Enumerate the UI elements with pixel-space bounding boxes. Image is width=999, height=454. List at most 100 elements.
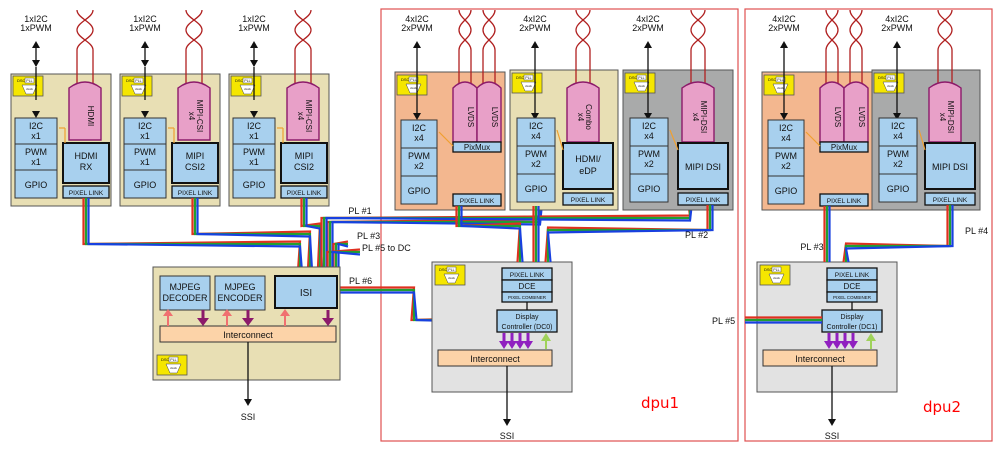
- isi-block: [274, 275, 338, 309]
- hdmi-rx-module-braid-wire-b: [76, 9, 94, 51]
- hdmi-rx-module-pwm-label-line-1: PWM: [25, 147, 47, 157]
- mipi-csi2-module-2-port-label: MIPI-CSI: [304, 100, 313, 132]
- bus-hdmi-to-isi-blue: [87, 198, 304, 279]
- dpu2-lvds-module-io-down: [780, 113, 788, 120]
- isi-dsc-dsc-label: DSC: [161, 357, 170, 362]
- dpu1-hdmi-edp-module-pixel-link-label: PIXEL LINK: [571, 197, 606, 204]
- mjpeg-encoder-label-line-2: ENCODER: [217, 293, 263, 303]
- dpu1-lvds-module-dsc-pll-label: PLL: [410, 78, 416, 82]
- dpu1-mipi-dsi-module-i2c: [629, 117, 669, 147]
- mipi-csi2-module-1-port: [177, 81, 211, 141]
- dpu2-mipi-dsi-module-braid-wire-b: [937, 9, 953, 51]
- mipi-csi2-module-2-io-arrow: [250, 111, 258, 118]
- dpu1-display-engine-dma-arrow-3-head: [523, 341, 533, 349]
- dpu1-mipi-dsi-module-io-label-line-2: 2xPWM: [632, 23, 664, 33]
- dpu2-display-engine-pixel-link-label: PIXEL LINK: [835, 272, 870, 279]
- dpu1-display-engine-display-controller: [496, 309, 558, 333]
- isi-ssi-label: SSI: [241, 412, 256, 422]
- dpu1-display-engine-dma-arrow-2-head: [515, 341, 525, 349]
- mipi-csi2-module-2-pixel-link-label: PIXEL LINK: [287, 190, 322, 197]
- mipi-csi2-module-2-i2c: [232, 117, 276, 145]
- mjpeg-encoder: [214, 275, 266, 311]
- dpu1-lvds-module-pixel-link-label: PIXEL LINK: [460, 198, 495, 205]
- hdmi-rx-module-io-label-line-2: 1xPWM: [20, 23, 52, 33]
- mipi-csi2-module-1-dsc-pll-label: PLL: [135, 79, 141, 83]
- dpu2-mipi-dsi-module-gpio-label: GPIO: [887, 184, 910, 194]
- mipi-csi2-module-2-ip-label-line-2: CSI2: [294, 162, 314, 172]
- mipi-csi2-module-2-port: [286, 81, 320, 141]
- bus-dpu1-lvds-blue: [460, 206, 524, 263]
- isi-dma-arrow-5-head: [322, 318, 334, 326]
- dpu2-display-engine-dce-label: DCE: [844, 282, 861, 291]
- dpu2-mipi-dsi-module-pixel-link-label: PIXEL LINK: [933, 197, 968, 204]
- dpu2-mipi-dsi-module-port-sub: x4: [938, 113, 947, 122]
- dpu2-lvds-module-dsc-dsc-label: DSC: [768, 77, 777, 82]
- hdmi-rx-module-pwm-label-line-2: x1: [31, 157, 41, 167]
- dpu2-lvds-module-braid-1-wire-a: [825, 9, 839, 51]
- dpu2-display-engine-interconnect-label: Interconnect: [795, 354, 845, 364]
- dpu1-lvds-module-braid-2-wire-b: [482, 9, 496, 51]
- dpu2-display-engine-pixel-combiner-label: PIXEL COMBINER: [833, 295, 872, 300]
- hdmi-rx-module-dsc-dsc-label: DSC: [17, 78, 26, 83]
- dpu2-pl3-label: PL #3: [800, 242, 823, 252]
- dpu1-lvds-module-io-label-line-2: 2xPWM: [401, 23, 433, 33]
- bus-dpu1-dsi-green: [546, 205, 712, 262]
- dpu2-mipi-dsi-module-i2c-label-line-2: x4: [893, 131, 903, 141]
- dpu1-lvds-module-i2c-label-line-2: x4: [414, 133, 424, 143]
- mipi-csi2-module-1-i2c-label-line-1: I2C: [138, 121, 153, 131]
- dpu1-hdmi-edp-module-dsc-pll-label: PLL: [525, 76, 531, 80]
- dpu1-mipi-dsi-module-conn: [669, 129, 679, 151]
- dpu1-mipi-dsi-module-ip: [677, 142, 729, 190]
- mipi-csi2-module-1-io-arrow: [141, 111, 149, 118]
- dpu1-hdmi-edp-module-conn: [556, 129, 564, 151]
- dpu1-hdmi-edp-module-ip-label-line-2: eDP: [579, 166, 597, 176]
- dpu2-lvds-module-pixmux-label: PixMux: [831, 143, 857, 152]
- mipi-csi2-module-2-io-up: [250, 41, 258, 48]
- dpu2-lvds-module-pwm-label-line-2: x2: [781, 161, 791, 171]
- mipi-csi2-module-1-pwm-label-line-2: x1: [140, 157, 150, 167]
- dpu1-lvds-module-io-up: [413, 41, 421, 48]
- dpu1-hdmi-edp-module-port: [566, 81, 600, 143]
- pl6-label: PL #6: [349, 276, 372, 286]
- dpu1-lvds-module-braid-1-wire-b: [458, 9, 472, 51]
- dpu1-ssi-arrow-head: [503, 419, 511, 426]
- isi-label: ISI: [300, 288, 312, 299]
- mipi-csi2-module-1-ip-label-line-1: MIPI: [186, 151, 205, 161]
- mipi-csi2-module-1-port-label: MIPI-CSI: [195, 100, 204, 132]
- dpu1-mipi-dsi-module-pwm-label-line-2: x2: [644, 159, 654, 169]
- dpu1-display-engine-interconnect: [437, 349, 553, 367]
- dpu1-hdmi-edp-module-dsc-clock-label: clock: [525, 84, 532, 88]
- dpu1-lvds-module-pixmux: [452, 141, 502, 153]
- dpu1-lvds-module-gpio: [400, 175, 438, 205]
- dpu2-mipi-dsi-module-dsc-dsc-label: DSC: [878, 75, 887, 80]
- dpu2-ssi-arrow-head: [828, 419, 836, 426]
- hdmi-rx-module-i2c-label-line-2: x1: [31, 131, 41, 141]
- dpu1-mipi-dsi-module-pixel-link-label: PIXEL LINK: [686, 197, 721, 204]
- dpu2-lvds-module-braid-1-wire-b: [825, 9, 839, 51]
- mipi-csi2-module-2-dsc-clock: [239, 84, 256, 95]
- dpu1-display-engine-display-controller-label-line-1: Display: [516, 314, 539, 321]
- dpu1-mipi-dsi-module-pixel-link: [677, 192, 729, 206]
- dpu2-mipi-dsi-module-ip-label: MIPI DSI: [932, 162, 968, 172]
- isi-dma-arrow-1-head: [197, 318, 209, 326]
- dpu1-mipi-dsi-module-pwm: [629, 145, 669, 175]
- dpu2-mipi-dsi-module-port: [928, 81, 962, 143]
- dpu2-lvds-module-lvds-port-1-label: LVDS: [833, 107, 842, 127]
- bus-dpu2-dsi-blue: [844, 205, 954, 263]
- dpu2-lvds-module-braid-2-wire-b: [849, 9, 863, 51]
- dpu1-hdmi-edp-module-io-label-line-2: 2xPWM: [519, 23, 551, 33]
- dpu2-lvds-module-io-up: [780, 41, 788, 48]
- mipi-csi2-module-1-dsc-clock: [130, 84, 147, 95]
- dpu1-lvds-module-io-down: [413, 113, 421, 120]
- mipi-csi2-module-2-port-sub: x4: [296, 112, 305, 121]
- mipi-csi2-module-1-i2c: [123, 117, 167, 145]
- mipi-csi2-module-2-ip: [280, 142, 328, 184]
- mipi-csi2-module-2-dsc-dsc-label: DSC: [235, 78, 244, 83]
- isi-dma-arrow-3-head: [242, 318, 254, 326]
- dpu1-lvds-module-dsc-pll: [408, 76, 419, 83]
- dpu1-lvds-module-pixmux-label: PixMux: [464, 143, 490, 152]
- dpu2-mipi-dsi-module-i2c: [878, 117, 918, 147]
- dpu1-lvds-module-lvds-port-1-label: LVDS: [466, 107, 475, 127]
- mipi-csi2-module-2-i2c-label-line-1: I2C: [247, 121, 262, 131]
- dpu1-hdmi-edp-module-io-down: [531, 113, 539, 120]
